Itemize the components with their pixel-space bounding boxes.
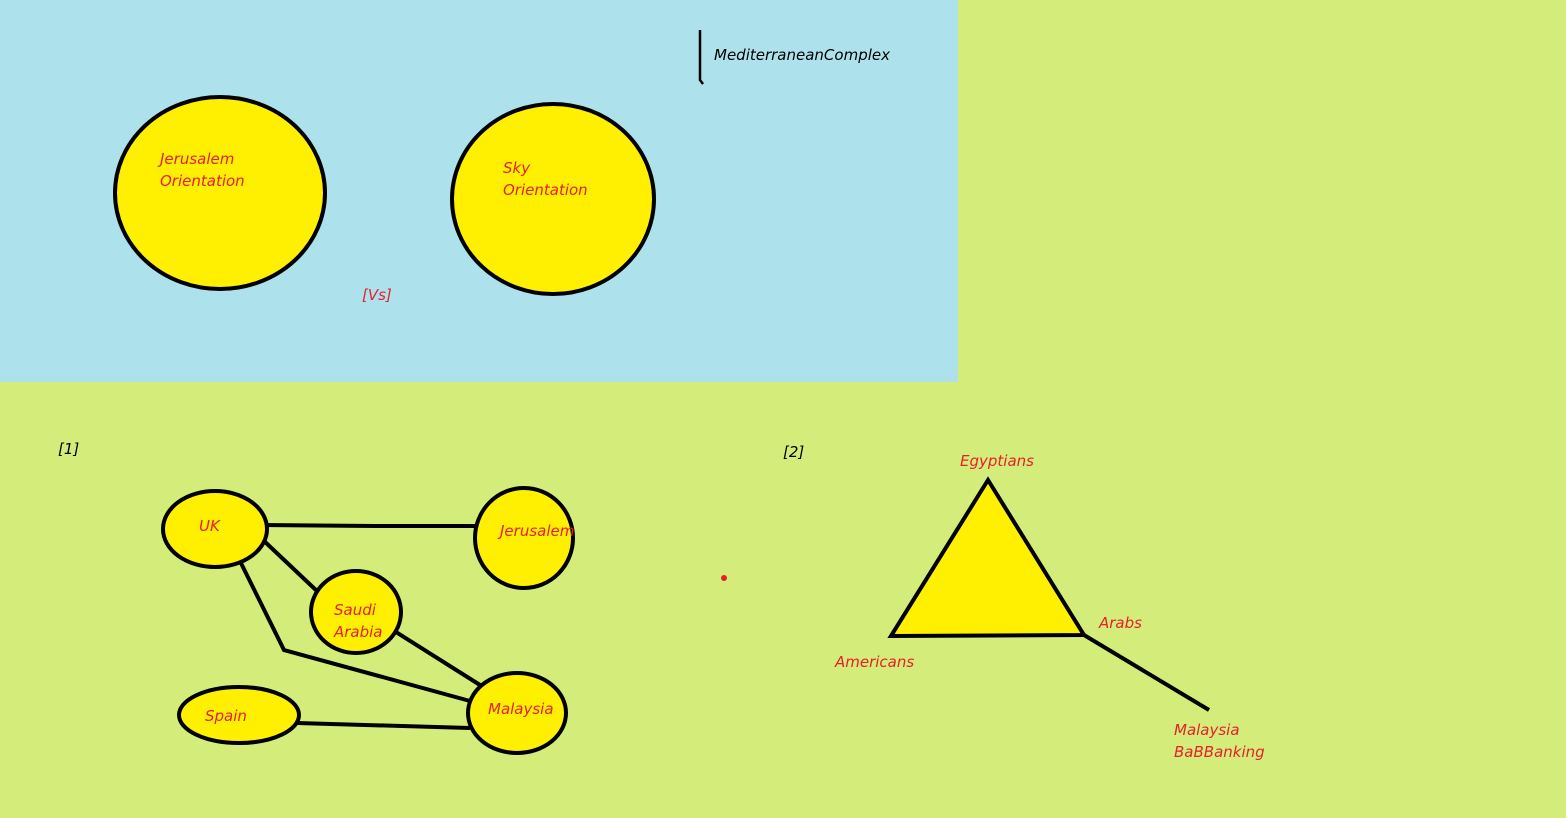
node-jerusalem-label: Jerusalem [497,522,574,540]
node-uk-label: UK [199,517,221,535]
sky-orientation-label-2: Orientation [503,181,588,199]
diagram-1-marker: [1] [58,440,79,458]
jerusalem-orientation-label-1: Jerusalem [157,150,234,168]
diagram-2: [2] Egyptians Arabs Americans Malaysia B… [783,443,1265,761]
node-spain [177,685,301,745]
top-panel: MediterraneanComplex Jerusalem Orientati… [0,0,958,382]
label-malaysia-2: BaBBanking [1174,743,1265,761]
versus-label: [Vs] [362,286,392,304]
edge-uk-saudi [261,538,320,594]
edge-saudi-malaysia [386,625,482,687]
label-malaysia-1: Malaysia [1174,721,1240,739]
node-malaysia [466,671,568,755]
edge-uk-jerusalem [259,523,488,528]
triangle [887,476,1088,639]
jerusalem-orientation-circle [113,95,327,291]
label-americans: Americans [834,653,914,671]
node-spain-label: Spain [205,707,247,725]
node-saudi-label-2: Arabia [333,623,383,641]
label-arabs: Arabs [1098,614,1142,632]
stray-dot [721,575,727,581]
edge-arabs-malaysia [1082,633,1211,712]
diagram-2-marker: [2] [783,443,804,461]
node-saudi-arabia [309,569,403,655]
diagram-1: [1] UK Jerusalem Saudi Arabia Spain Mala… [58,440,575,755]
edge-spain-malaysia [296,721,471,730]
node-jerusalem [473,486,575,590]
panel-title: MediterraneanComplex [714,46,890,64]
sky-orientation-circle [450,102,656,296]
label-egyptians: Egyptians [960,452,1034,470]
jerusalem-orientation-label-2: Orientation [160,172,245,190]
node-saudi-label-1: Saudi [334,601,377,619]
node-malaysia-label: Malaysia [488,700,554,718]
node-uk [161,489,269,569]
title-bracket [698,30,704,85]
sky-orientation-label-1: Sky [503,159,531,177]
edge-uk-malaysia [234,552,471,703]
